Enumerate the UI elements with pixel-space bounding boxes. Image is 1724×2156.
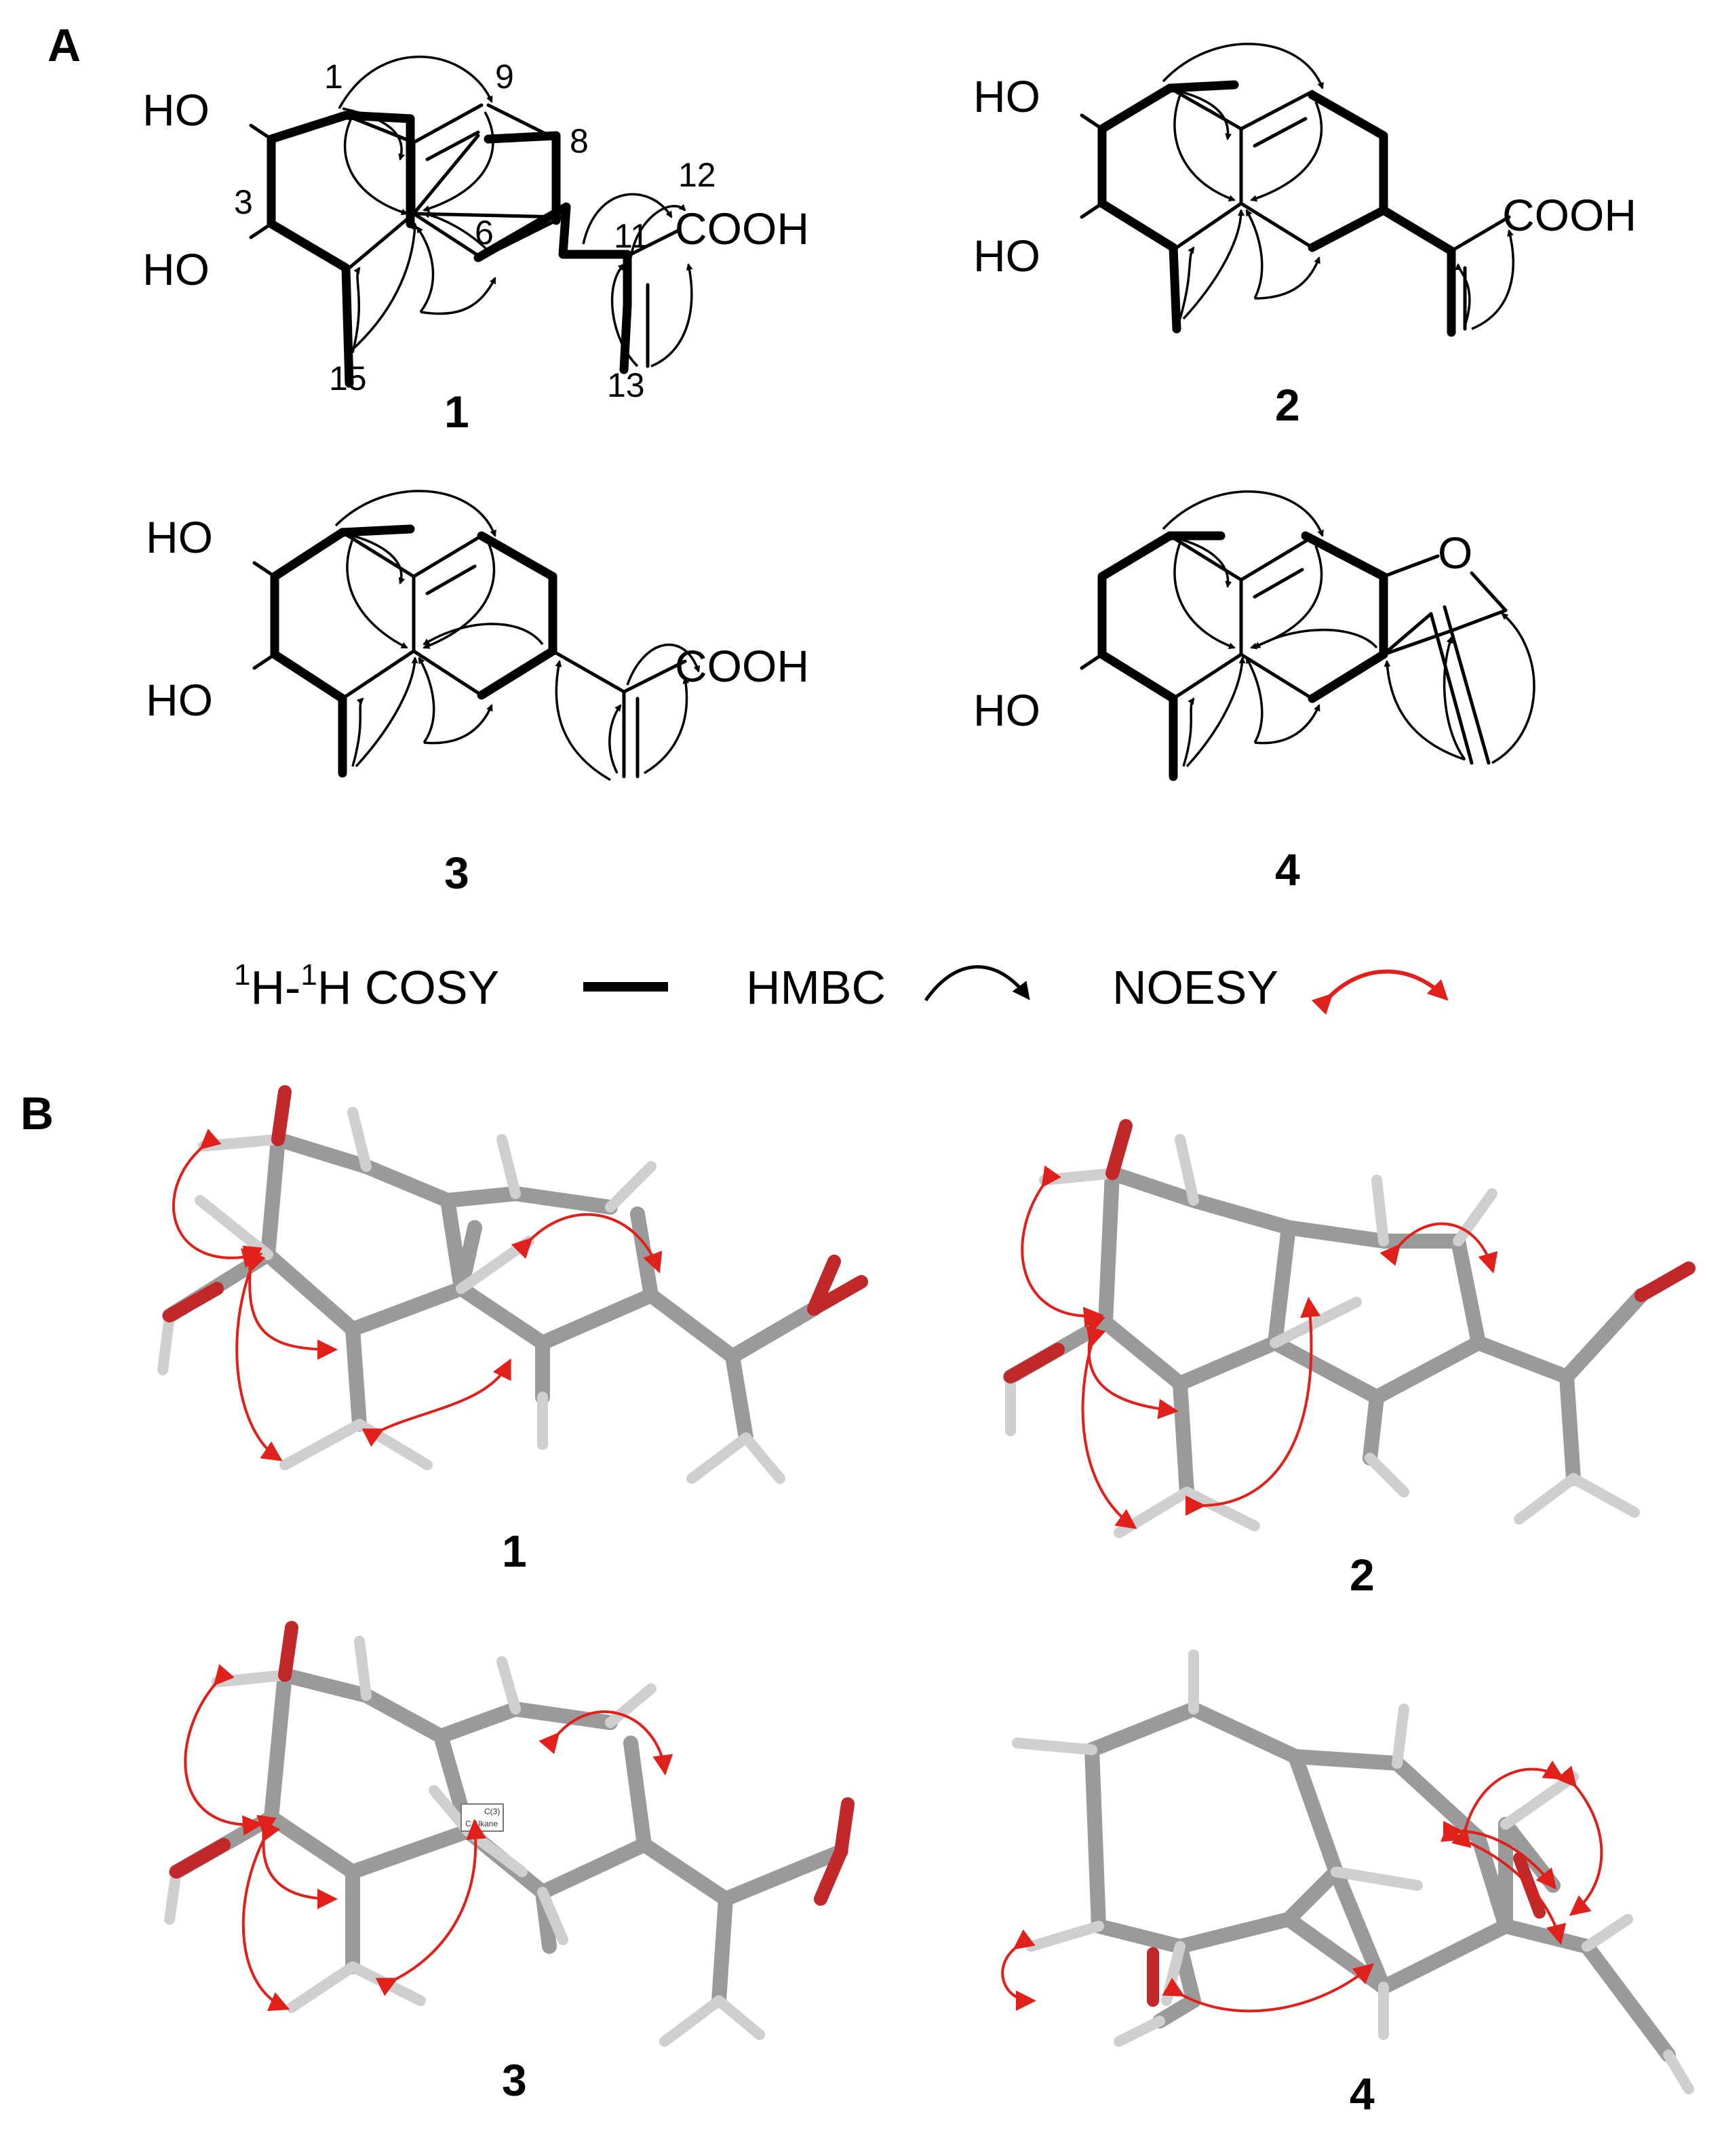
- atom-number-15: 15: [329, 359, 367, 397]
- legend-cosy-label: 1H-1H COSY: [234, 958, 499, 1014]
- atom-number-12: 12: [678, 156, 716, 194]
- compound-label-3: 3: [502, 2055, 527, 2105]
- panel-label-b: B: [20, 1088, 54, 1139]
- atom-number-1: 1: [324, 58, 343, 96]
- atom-tag-line-2: C Alkane: [465, 1819, 498, 1828]
- model-4: 4: [1001, 1649, 1694, 2119]
- ho-label: HO: [146, 675, 213, 725]
- structure-4: O HO 4: [973, 490, 1535, 895]
- compound-label-2: 2: [1350, 1550, 1375, 1600]
- structure-1: HO HO COOH 1 9 8 12 3 11 6 15 13 1: [142, 56, 809, 437]
- oxygen-label: O: [1438, 528, 1472, 578]
- legend-hmbc-arrow-swatch: [924, 965, 1030, 1002]
- ho-label: HO: [973, 231, 1040, 281]
- cooh-label: COOH: [675, 203, 809, 254]
- model-3: C(3) C Alkane 3: [164, 1621, 855, 2105]
- ho-label: HO: [142, 85, 210, 135]
- ho-label: HO: [973, 71, 1040, 121]
- panel-label-a: A: [47, 20, 81, 71]
- compound-label-3: 3: [444, 848, 469, 898]
- compound-label-1: 1: [444, 387, 469, 437]
- compound-label-1: 1: [502, 1526, 527, 1576]
- ho-label: HO: [146, 512, 213, 562]
- ho-label: HO: [973, 685, 1040, 735]
- compound-label-4: 4: [1350, 2069, 1375, 2119]
- atom-number-6: 6: [475, 214, 494, 252]
- legend-hmbc-label: HMBC: [746, 961, 886, 1014]
- legend: 1H-1H COSY HMBC NOESY: [234, 958, 1449, 1015]
- cooh-label: COOH: [1502, 190, 1637, 240]
- atom-number-13: 13: [607, 366, 645, 404]
- model-2: 2: [1003, 1119, 1696, 1600]
- model-1: 1: [157, 1085, 868, 1576]
- cooh-label: COOH: [675, 641, 809, 691]
- structure-3: HO HO COOH 3: [146, 490, 809, 898]
- compound-label-4: 4: [1275, 844, 1300, 895]
- structure-2: HO HO COOH 2: [973, 43, 1637, 430]
- atom-number-8: 8: [570, 122, 589, 160]
- ho-label: HO: [142, 244, 210, 294]
- legend-noesy-arrow-swatch: [1311, 969, 1449, 1015]
- atom-number-3: 3: [234, 183, 253, 221]
- atom-number-9: 9: [495, 58, 514, 96]
- legend-noesy-label: NOESY: [1112, 961, 1278, 1014]
- atom-number-11: 11: [614, 217, 649, 255]
- atom-tag-line-1: C(3): [484, 1807, 500, 1816]
- compound-label-2: 2: [1275, 380, 1300, 430]
